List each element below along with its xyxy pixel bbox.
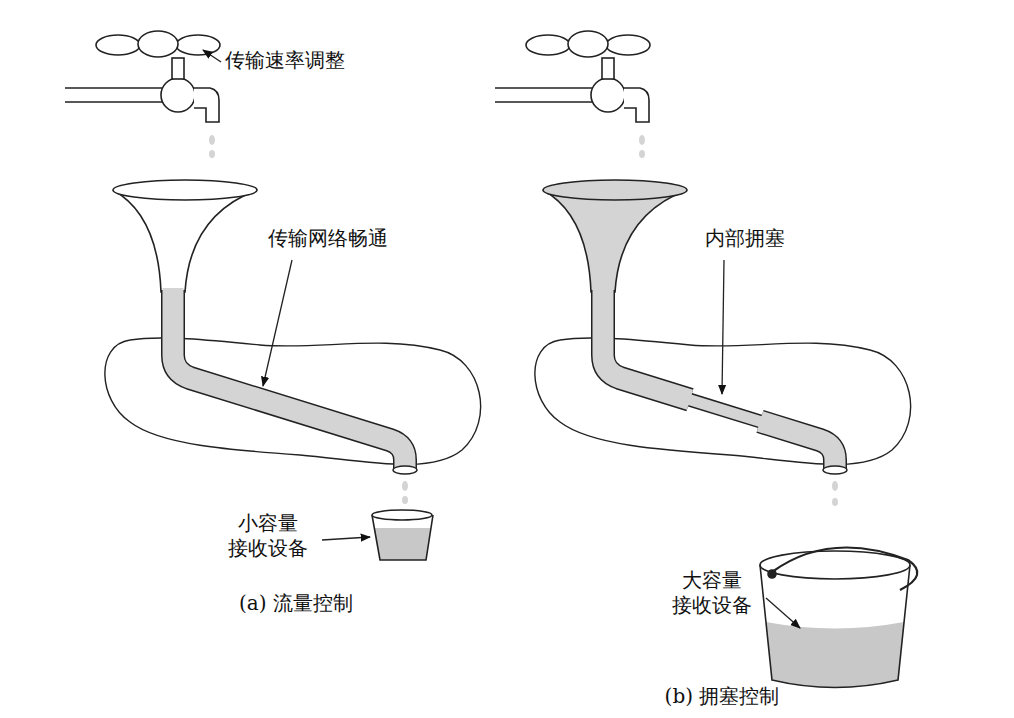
funnel bbox=[543, 190, 687, 292]
faucet bbox=[138, 31, 178, 57]
faucet bbox=[606, 35, 650, 55]
faucet bbox=[65, 31, 220, 122]
faucet bbox=[602, 58, 614, 79]
leader-line bbox=[766, 598, 800, 628]
leader-line bbox=[722, 260, 724, 394]
faucet bbox=[624, 88, 649, 122]
funnel bbox=[113, 180, 257, 292]
water-drops bbox=[209, 150, 215, 158]
faucet bbox=[172, 58, 184, 79]
large-bucket bbox=[772, 548, 917, 591]
faucet bbox=[495, 88, 592, 102]
faucet bbox=[96, 35, 140, 55]
water-drops bbox=[209, 135, 215, 158]
small-cup bbox=[372, 515, 433, 560]
faucet bbox=[568, 31, 608, 57]
sub-caption: (a) 流量控制 bbox=[239, 591, 353, 616]
callout-label: 内部拥塞 bbox=[705, 226, 785, 251]
small-cup bbox=[372, 510, 433, 560]
water-drops bbox=[639, 135, 645, 158]
faucet bbox=[526, 35, 570, 55]
water-drops bbox=[832, 481, 838, 491]
large-bucket bbox=[760, 548, 917, 688]
faucet bbox=[495, 31, 650, 122]
leader-line bbox=[322, 537, 370, 540]
leader-line bbox=[263, 260, 292, 386]
callout-label: 大容量 接收设备 bbox=[664, 568, 760, 618]
small-cup bbox=[372, 510, 432, 520]
leader-line bbox=[203, 50, 370, 540]
pipe bbox=[173, 288, 417, 474]
water-drops bbox=[832, 481, 838, 506]
leader-line bbox=[203, 50, 221, 62]
callout-label: 传输速率调整 bbox=[225, 48, 345, 73]
congested-pipe bbox=[760, 421, 835, 470]
congested-pipe bbox=[689, 399, 761, 421]
faucet bbox=[176, 35, 220, 55]
funnel bbox=[543, 180, 687, 200]
water-drops bbox=[402, 481, 408, 504]
faucet bbox=[65, 88, 162, 102]
water-drops bbox=[832, 498, 838, 506]
congested-pipe bbox=[690, 400, 760, 422]
water-drops bbox=[639, 150, 645, 158]
faucet bbox=[194, 88, 219, 122]
callout-label: 小容量 接收设备 bbox=[220, 511, 316, 561]
large-bucket bbox=[766, 622, 904, 688]
congested-pipe bbox=[603, 288, 690, 400]
water-drops bbox=[402, 481, 408, 491]
large-bucket bbox=[768, 570, 776, 578]
funnel bbox=[113, 180, 257, 200]
pipe bbox=[173, 288, 405, 470]
congested-pipe bbox=[760, 421, 835, 470]
water-drops bbox=[402, 496, 408, 504]
faucet bbox=[591, 78, 625, 112]
funnel bbox=[543, 180, 687, 292]
pipe bbox=[393, 466, 417, 474]
small-cup bbox=[374, 528, 431, 560]
callout-label: 传输网络畅通 bbox=[268, 226, 388, 251]
water-drops bbox=[639, 135, 645, 145]
faucet bbox=[161, 78, 195, 112]
sub-caption: (b) 拥塞控制 bbox=[665, 684, 780, 709]
large-bucket bbox=[760, 565, 910, 688]
water-drops bbox=[209, 135, 215, 145]
funnel bbox=[113, 190, 257, 292]
congested-pipe bbox=[603, 288, 847, 474]
congested-pipe bbox=[823, 466, 847, 474]
